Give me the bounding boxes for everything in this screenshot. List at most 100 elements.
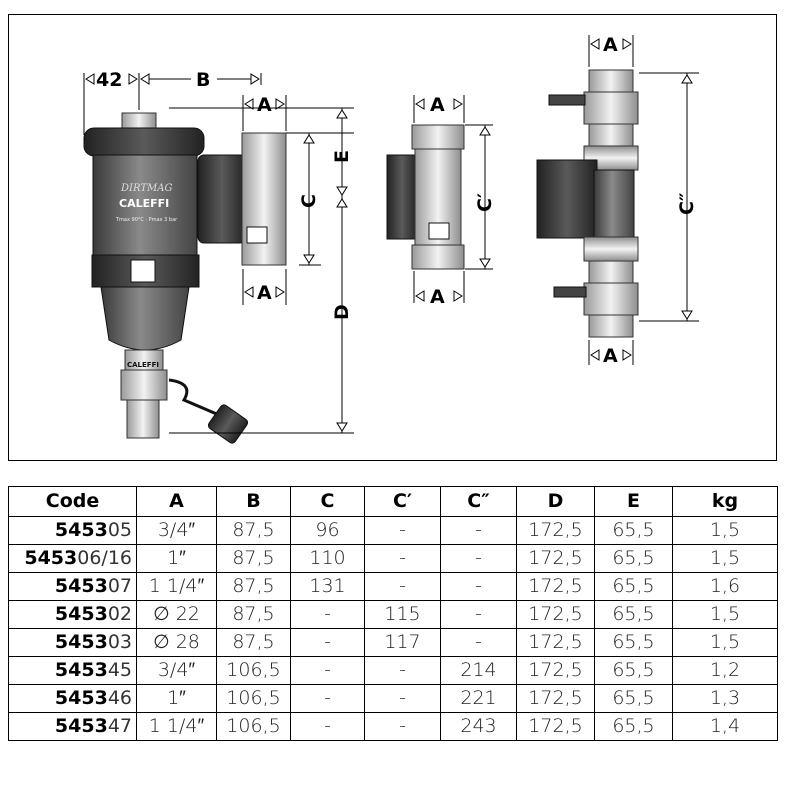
- dim-label-a-sep1-bottom: A: [257, 282, 272, 304]
- table-row: 545307 1 1/4″ 87,5 131 - - 172,5 65,5 1,…: [8, 572, 778, 601]
- cell-e: 65,5: [594, 712, 673, 741]
- cell-code: 545305: [8, 516, 137, 545]
- header-c: C: [290, 486, 365, 517]
- cell-a: 1″: [136, 544, 217, 573]
- cell-c-prime: -: [364, 712, 441, 741]
- cell-c: -: [290, 684, 365, 713]
- cell-code: 545346: [8, 684, 137, 713]
- header-kg: kg: [672, 486, 778, 517]
- technical-drawing: DIRTMAG CALEFFI Tmax 90°C · Pmax 3 bar C…: [8, 14, 777, 461]
- cell-b: 106,5: [216, 712, 291, 741]
- body-script: DIRTMAG: [120, 183, 172, 194]
- header-e: E: [594, 486, 673, 517]
- cell-c-double-prime: -: [440, 516, 517, 545]
- cell-c-double-prime: -: [440, 628, 517, 657]
- dim-label-a-sep3-top: A: [603, 34, 618, 56]
- cell-d: 172,5: [516, 712, 595, 741]
- cell-e: 65,5: [594, 516, 673, 545]
- brand-badge: CALEFFI: [119, 197, 169, 210]
- cell-a: 3/4″: [136, 516, 217, 545]
- cell-c: -: [290, 712, 365, 741]
- cell-code: 545303: [8, 628, 137, 657]
- cell-code: 545307: [8, 572, 137, 601]
- cell-b: 106,5: [216, 684, 291, 713]
- cell-c-double-prime: 243: [440, 712, 517, 741]
- cell-d: 172,5: [516, 516, 595, 545]
- dimension-drawing-svg: DIRTMAG CALEFFI Tmax 90°C · Pmax 3 bar C…: [83, 34, 699, 444]
- cell-code: 545306/16: [8, 544, 137, 573]
- cell-c-double-prime: 221: [440, 684, 517, 713]
- cell-kg: 1,2: [672, 656, 778, 685]
- header-a: A: [136, 486, 217, 517]
- header-c-prime: C′: [364, 486, 441, 517]
- warning-sign-icon: [130, 259, 156, 283]
- cell-a: 1″: [136, 684, 217, 713]
- dim-label-b: B: [196, 69, 210, 91]
- cell-b: 106,5: [216, 656, 291, 685]
- table-row: 545302 ∅ 22 87,5 - 115 - 172,5 65,5 1,5: [8, 600, 778, 629]
- cell-c: 110: [290, 544, 365, 573]
- separator-main: DIRTMAG CALEFFI Tmax 90°C · Pmax 3 bar C…: [83, 112, 287, 444]
- cell-code: 545345: [8, 656, 137, 685]
- cell-c: -: [290, 600, 365, 629]
- dim-label-d: D: [331, 304, 353, 320]
- dim-label-a-sep1-top: A: [257, 94, 272, 116]
- dim-label-e: E: [331, 150, 353, 163]
- cell-code: 545347: [8, 712, 137, 741]
- header-b: B: [216, 486, 291, 517]
- cell-b: 87,5: [216, 600, 291, 629]
- table-row: 545305 3/4″ 87,5 96 - - 172,5 65,5 1,5: [8, 516, 778, 545]
- cell-c: -: [290, 656, 365, 685]
- cell-d: 172,5: [516, 544, 595, 573]
- cell-c: 96: [290, 516, 365, 545]
- dim-label-c-double-prime: C″: [676, 192, 698, 215]
- cell-c-prime: 117: [364, 628, 441, 657]
- cell-b: 87,5: [216, 544, 291, 573]
- cell-a: ∅ 28: [136, 628, 217, 657]
- cell-c-prime: -: [364, 684, 441, 713]
- cell-kg: 1,6: [672, 572, 778, 601]
- cell-c-prime: 115: [364, 600, 441, 629]
- flow-arrow-icon: [246, 226, 268, 244]
- cell-c-double-prime: 214: [440, 656, 517, 685]
- valve-badge: CALEFFI: [127, 361, 159, 369]
- cell-c-prime: -: [364, 516, 441, 545]
- cell-a: ∅ 22: [136, 600, 217, 629]
- dimensions-table: Code A B C C′ C″ D E kg 545305 3/4″ 87,5…: [8, 486, 778, 741]
- cell-e: 65,5: [594, 656, 673, 685]
- separator-compression: [386, 124, 465, 270]
- cell-kg: 1,3: [672, 684, 778, 713]
- separator-with-valves: [536, 69, 639, 338]
- cell-kg: 1,5: [672, 600, 778, 629]
- table-row: 545345 3/4″ 106,5 - - 214 172,5 65,5 1,2: [8, 656, 778, 685]
- dim-label-a-sep2-bottom: A: [430, 286, 445, 308]
- cell-code: 545302: [8, 600, 137, 629]
- table-row: 545347 1 1/4″ 106,5 - - 243 172,5 65,5 1…: [8, 712, 778, 741]
- cell-a: 3/4″: [136, 656, 217, 685]
- cell-c-double-prime: -: [440, 600, 517, 629]
- cell-c-double-prime: -: [440, 544, 517, 573]
- table-row: 545346 1″ 106,5 - - 221 172,5 65,5 1,3: [8, 684, 778, 713]
- dim-label-c-prime: C′: [474, 193, 496, 212]
- flow-arrow-icon: [428, 222, 450, 240]
- dim-label-a-sep3-bottom: A: [603, 345, 618, 367]
- cell-c: 131: [290, 572, 365, 601]
- cell-kg: 1,4: [672, 712, 778, 741]
- cell-e: 65,5: [594, 628, 673, 657]
- cell-e: 65,5: [594, 572, 673, 601]
- cell-a: 1 1/4″: [136, 572, 217, 601]
- dim-label-c: C: [298, 194, 320, 208]
- header-c-double-prime: C″: [440, 486, 517, 517]
- cell-c-prime: -: [364, 572, 441, 601]
- dim-label-42: 42: [96, 69, 122, 91]
- cell-d: 172,5: [516, 600, 595, 629]
- cell-c-double-prime: -: [440, 572, 517, 601]
- cell-e: 65,5: [594, 684, 673, 713]
- body-small-text: Tmax 90°C · Pmax 3 bar: [115, 217, 178, 223]
- cell-a: 1 1/4″: [136, 712, 217, 741]
- cell-b: 87,5: [216, 572, 291, 601]
- header-d: D: [516, 486, 595, 517]
- header-code: Code: [8, 486, 137, 517]
- cell-e: 65,5: [594, 600, 673, 629]
- cell-d: 172,5: [516, 684, 595, 713]
